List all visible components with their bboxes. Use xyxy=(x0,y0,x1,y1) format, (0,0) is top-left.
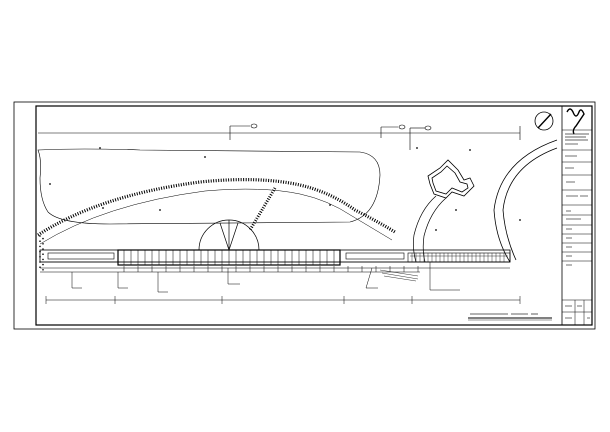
curved-walkway xyxy=(412,195,447,263)
plant-mark xyxy=(49,183,51,185)
planting-dot xyxy=(42,269,44,271)
bottom-callouts xyxy=(71,262,460,293)
plant-mark xyxy=(329,204,331,206)
north-arrow xyxy=(534,111,554,131)
stair-lines xyxy=(379,269,419,282)
sheet-inner-frame xyxy=(35,105,593,326)
dimension-line xyxy=(45,296,521,304)
plant-mark xyxy=(469,149,471,151)
planting-dot xyxy=(42,237,44,240)
planting-dot xyxy=(39,245,41,248)
gravel-path-inner xyxy=(39,188,393,245)
planting-dot xyxy=(39,235,41,237)
plant-mark xyxy=(455,209,457,211)
plant-mark xyxy=(159,209,161,211)
gravel-path-outer xyxy=(37,178,396,237)
top-callouts xyxy=(229,123,432,150)
planting-dot xyxy=(39,250,41,253)
lawn-boundary xyxy=(37,148,381,225)
planting-dot xyxy=(42,263,44,266)
canopy-mullions xyxy=(123,250,419,272)
planting-dot xyxy=(39,261,41,263)
drawing-title-underline xyxy=(468,317,552,321)
title-block-text-marks xyxy=(565,133,590,319)
end-panels xyxy=(47,252,511,263)
gravel-path-branch xyxy=(248,187,277,231)
planting-dot xyxy=(42,253,44,255)
planting-dot xyxy=(39,255,41,258)
planting-marks xyxy=(49,147,521,231)
planting-dot xyxy=(42,243,44,245)
title-block-dividers xyxy=(562,129,592,325)
planting-dot xyxy=(39,266,41,269)
plant-mark xyxy=(102,207,104,209)
title-block xyxy=(561,105,593,326)
plant-mark xyxy=(99,147,101,149)
plant-mark xyxy=(204,156,206,158)
firm-logo xyxy=(566,108,585,135)
planting-dot xyxy=(39,240,41,242)
left-planting-dots xyxy=(39,235,44,271)
canopy-structure xyxy=(39,249,511,273)
plant-mark xyxy=(519,219,521,221)
top-boundary-line xyxy=(38,126,521,140)
semicircle-plaza xyxy=(198,219,260,251)
right-arc xyxy=(493,139,558,263)
building-footprint xyxy=(427,159,475,199)
plant-mark xyxy=(416,147,418,149)
planting-dot xyxy=(42,258,44,261)
planting-dot xyxy=(42,248,44,250)
plant-mark xyxy=(435,229,437,231)
sheet-outer-border xyxy=(13,101,596,330)
paver-ticks xyxy=(411,253,505,262)
